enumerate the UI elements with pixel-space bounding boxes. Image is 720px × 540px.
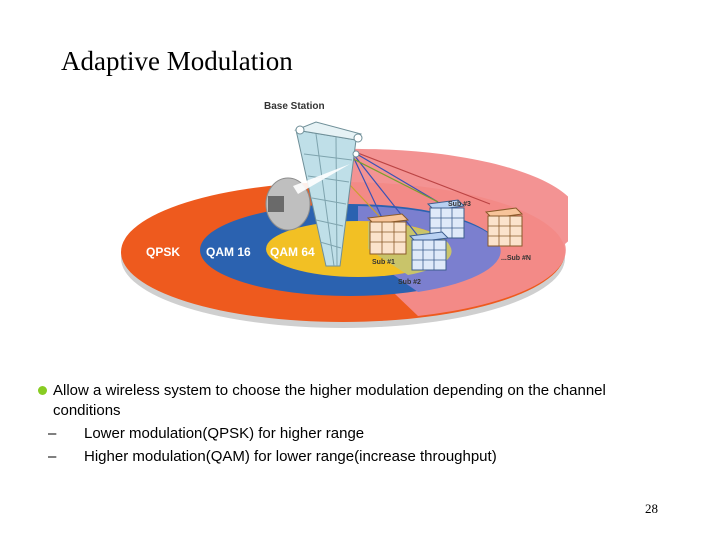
qpsk-label: QPSK (146, 245, 180, 259)
sub-bullet-item: – Lower modulation(QPSK) for higher range (48, 424, 648, 444)
beam (293, 164, 350, 194)
sub-bullet-text: Lower modulation(QPSK) for higher range (84, 425, 365, 442)
sub-bullet-text: Higher modulation(QAM) for lower range(i… (84, 448, 497, 465)
subscriber-building-n (484, 207, 524, 247)
subscriber-building-2 (408, 231, 450, 271)
qam16-label: QAM 16 (206, 245, 251, 259)
sub-bullet-item: – Higher modulation(QAM) for lower range(… (48, 447, 648, 467)
page-number: 28 (645, 501, 658, 516)
dash-icon: – (48, 425, 57, 442)
sub3-label: Sub #3 (448, 201, 471, 208)
base-station-label: Base Station (264, 101, 325, 112)
bullet-dot-icon (38, 386, 47, 395)
adaptive-modulation-diagram: Base Station QPSK QAM 16 QAM 64 Sub #1 S… (118, 94, 568, 330)
base-station-tower (294, 121, 363, 267)
qam64-label: QAM 64 (270, 245, 315, 259)
slide-title: Adaptive Modulation (61, 46, 293, 76)
dash-icon: – (48, 448, 57, 465)
sub1-label: Sub #1 (372, 259, 395, 266)
subn-label: ...Sub #N (501, 255, 531, 262)
subscriber-building-3 (426, 199, 466, 239)
bullet-text: Allow a wireless system to choose the hi… (53, 382, 606, 419)
sub2-label: Sub #2 (398, 279, 421, 286)
subscriber-building-1 (366, 213, 410, 255)
dish-panel (268, 196, 284, 212)
